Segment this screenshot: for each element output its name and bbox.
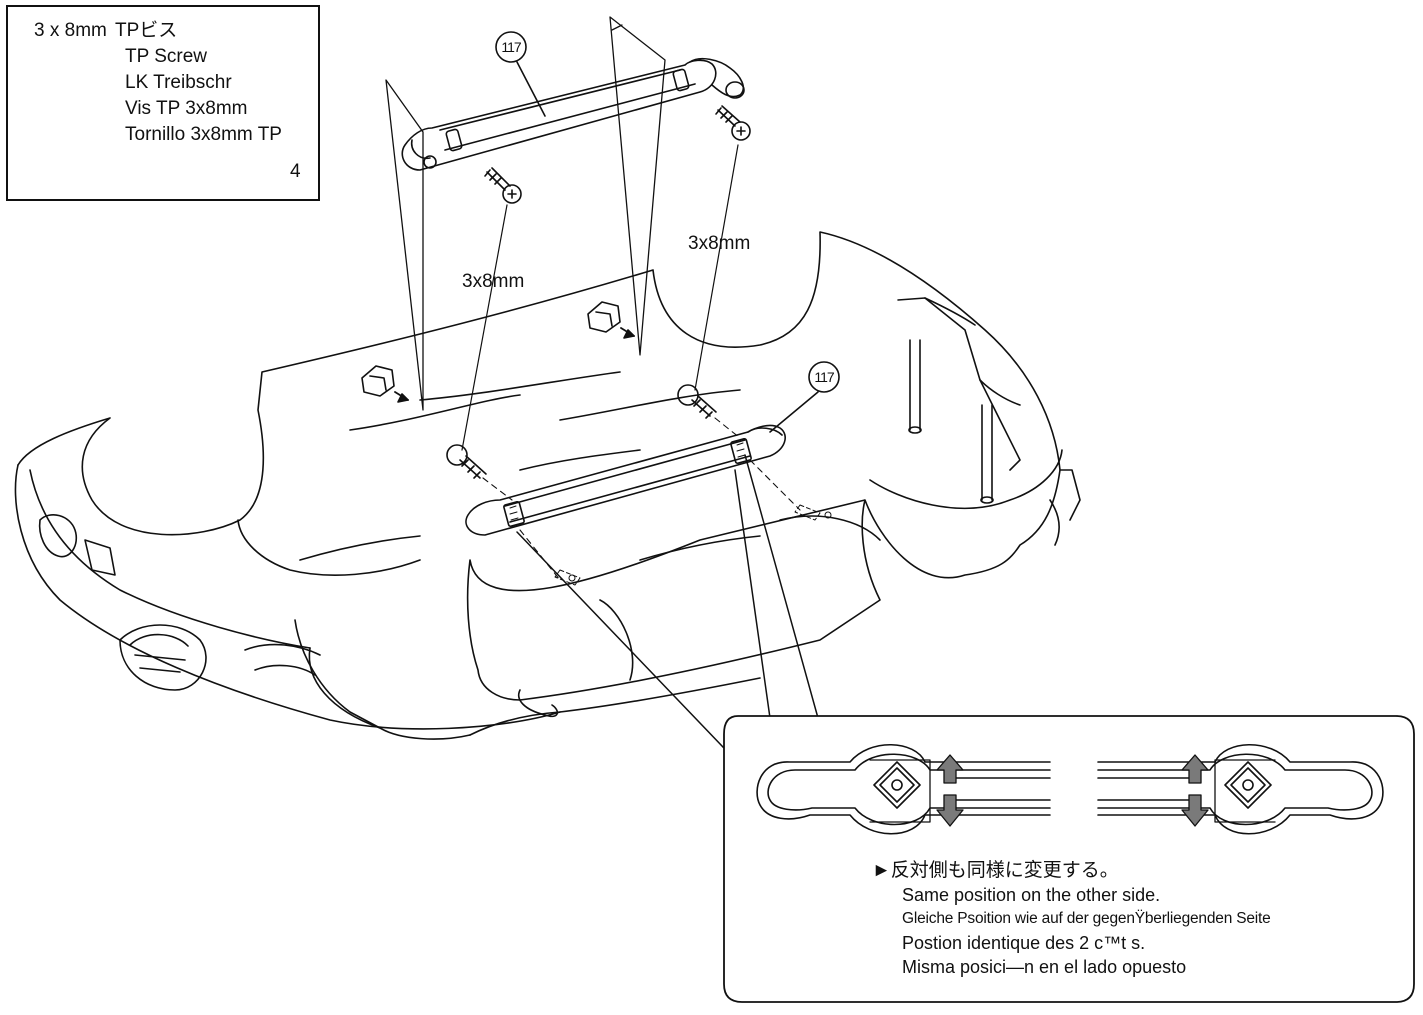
- screw-lower-left: [446, 444, 513, 501]
- detail-arrow-left: [936, 754, 964, 827]
- parts-legend: 3 x 8mm TPビス TP Screw LK Treibschr Vis T…: [6, 5, 320, 201]
- legend-name-de: LK Treibschr: [125, 72, 232, 93]
- guide-line-centre-2: [611, 24, 623, 31]
- legend-name-en: TP Screw: [125, 46, 208, 67]
- guide-line-center: [609, 16, 666, 356]
- legend-name-fr: Vis TP 3x8mm: [125, 98, 248, 119]
- callout-top: [495, 31, 546, 117]
- screw-lower-right: [677, 384, 741, 439]
- screw-top-left: [484, 167, 522, 204]
- note-spanish: Misma posici—n en el lado opuesto: [902, 957, 1187, 977]
- detail-arrow-right: [1181, 754, 1209, 827]
- detail-note: ►反対側も同様に変更する。 Same position on the other…: [872, 858, 1412, 979]
- detail-bracket-left: [756, 744, 1051, 835]
- part-number-top: 117: [501, 39, 521, 55]
- legend-name-es: Tornillo 3x8mm TP: [125, 124, 282, 145]
- screw-guide-right: [694, 144, 739, 391]
- note-japanese: ►反対側も同様に変更する。: [872, 860, 1119, 881]
- screw-label-right: 3x8mm: [688, 233, 751, 254]
- bracket-bottom: [465, 424, 832, 586]
- bracket-top: [401, 57, 745, 171]
- legend-name-ja: TPビス: [115, 20, 178, 41]
- guide-line-left: [385, 79, 424, 411]
- body-clip-left: [361, 365, 409, 403]
- car-body-shell: [14, 231, 1081, 740]
- screw-guide-left: [461, 204, 508, 451]
- note-german: Gleiche Psoition wie auf der gegenŸberli…: [902, 910, 1271, 927]
- note-english: Same position on the other side.: [902, 885, 1161, 905]
- detail-bracket-right: [1097, 744, 1384, 835]
- screw-label-left: 3x8mm: [462, 271, 525, 292]
- note-french: Postion identique des 2 c™t s.: [902, 933, 1146, 953]
- legend-size: 3 x 8mm: [34, 20, 107, 41]
- part-number-bottom: 117: [814, 369, 834, 385]
- detail-box: [723, 715, 1415, 1003]
- callout-bottom: [769, 361, 840, 433]
- detail-zoom-lines: [516, 454, 819, 771]
- body-clip-right: [587, 301, 635, 339]
- screw-top-right: [715, 105, 751, 141]
- legend-quantity: 4: [290, 161, 301, 182]
